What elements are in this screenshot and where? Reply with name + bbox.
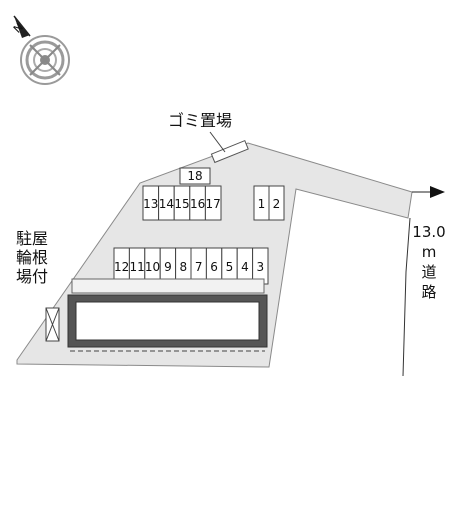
road-label-char-1: 道 <box>421 263 437 281</box>
roofed-parking-label-line-2: 輪根 <box>16 248 49 267</box>
road-label-char-2: 路 <box>421 283 437 301</box>
parking-space-label-1: 1 <box>258 197 266 211</box>
roofed-bike-parking-x2 <box>45 307 60 342</box>
parking-space-label-2: 2 <box>273 197 281 211</box>
parking-space-label-13: 13 <box>143 197 158 211</box>
roofed-parking-label-line-3: 場付 <box>16 267 49 286</box>
road-edge-line <box>402 217 411 377</box>
road-label: 13.0 m 道 路 <box>411 222 447 302</box>
road-width-unit: m <box>421 243 437 261</box>
parking-space-label-16: 16 <box>190 197 205 211</box>
roofed-parking-label-line-1: 駐屋 <box>16 229 49 248</box>
garbage-leader-line <box>209 131 226 153</box>
road-arrow-icon <box>430 186 445 198</box>
north-compass-icon: N <box>11 15 70 85</box>
parking-space-label-17: 17 <box>206 197 221 211</box>
garbage-area <box>210 139 249 164</box>
garbage-label: ゴミ置場 <box>168 111 232 130</box>
building-outer <box>71 278 265 294</box>
parking-space-label-9: 9 <box>164 260 172 274</box>
parking-space-label-12: 12 <box>114 260 129 274</box>
parking-space-2 <box>268 185 285 221</box>
parking-space-label-3: 3 <box>256 260 264 274</box>
parking-space-label-10: 10 <box>145 260 160 274</box>
parking-space-label-7: 7 <box>195 260 203 274</box>
parking-space-label-8: 8 <box>179 260 187 274</box>
parking-space-label-15: 15 <box>174 197 189 211</box>
parking-space-label-5: 5 <box>226 260 234 274</box>
parking-space-17 <box>204 185 222 221</box>
building-inner <box>75 301 260 341</box>
parking-space-label-11: 11 <box>129 260 144 274</box>
parking-space-18-label: 18 <box>187 169 202 183</box>
parking-space-label-14: 14 <box>159 197 174 211</box>
road-width-value: 13.0 <box>412 223 446 241</box>
roofed-parking-label: 駐屋 輪根 場付 <box>16 229 56 286</box>
parking-space-18 <box>179 167 211 185</box>
parking-space-label-6: 6 <box>210 260 218 274</box>
parking-space-label-4: 4 <box>241 260 249 274</box>
